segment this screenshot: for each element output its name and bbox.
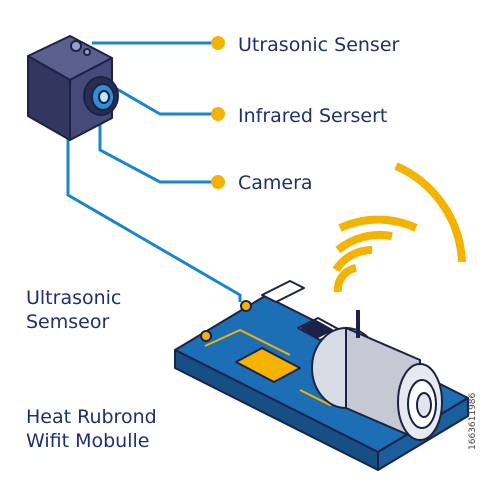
lens-module-icon — [311, 310, 443, 442]
leader-line-board — [66, 130, 242, 302]
label-ultrasonic-semseor-line2: Semseor — [26, 311, 110, 333]
leader-line-infrared-sersert — [109, 83, 218, 116]
label-ultrasonic-senser: Utrasonic Senser — [238, 34, 400, 56]
dot-ultrasonic-senser — [211, 36, 225, 50]
label-ultrasonic-semseor-line1: Ultrasonic — [26, 287, 122, 309]
label-ultrasonic-semseor: Ultrasonic Semseor — [26, 286, 121, 334]
camera-icon — [27, 35, 119, 141]
side-id-text: 1663611986 — [468, 392, 478, 450]
dot-camera — [211, 175, 225, 189]
leader-line-camera — [98, 120, 218, 184]
leader-dots — [211, 36, 225, 189]
label-heat-wifi-module: Heat Rubrond Wifit Mobulle — [26, 405, 157, 453]
leader-lines — [66, 41, 242, 302]
label-heat-line1: Heat Rubrond — [26, 406, 157, 428]
label-heat-line2: Wifit Mobulle — [26, 430, 150, 452]
dot-infrared-sersert — [211, 107, 225, 121]
label-infrared-sersert: Infrared Sersert — [238, 105, 388, 127]
wifi-signal-icon — [332, 162, 466, 293]
label-camera: Camera — [238, 172, 313, 194]
